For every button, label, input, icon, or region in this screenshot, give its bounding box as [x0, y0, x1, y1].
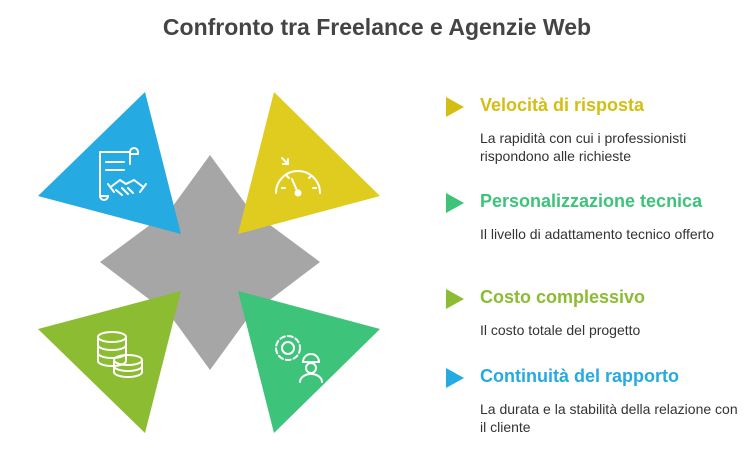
triangle-marker-icon: [446, 193, 464, 213]
coin-stack-icon: [97, 331, 143, 378]
legend-title: Personalizzazione tecnica: [480, 191, 703, 211]
legend-title: Continuità del rapporto: [480, 366, 679, 386]
petal-bottom-left: [38, 291, 181, 433]
legend-description: Il livello di adattamento tecnico offert…: [480, 226, 714, 242]
speedometer-icon: [275, 157, 321, 197]
contract-handshake-icon: [99, 147, 147, 201]
legend-description: Il costo totale del progetto: [480, 322, 641, 338]
gear-worker-icon: [275, 335, 323, 383]
page-title: Confronto tra Freelance e Agenzie Web: [162, 14, 592, 40]
triangle-marker-icon: [446, 368, 464, 388]
triangle-marker-icon: [446, 97, 464, 117]
legend-title: Velocità di risposta: [480, 95, 645, 115]
legend-description: La durata e la stabilità della relazione…: [480, 401, 738, 435]
petal-top-right: [238, 92, 380, 234]
center-cross: [100, 155, 320, 370]
triangle-marker-icon: [446, 289, 464, 309]
legend-title: Costo complessivo: [480, 287, 646, 307]
legend-description: La rapidità con cui i professionisti ris…: [480, 130, 687, 164]
